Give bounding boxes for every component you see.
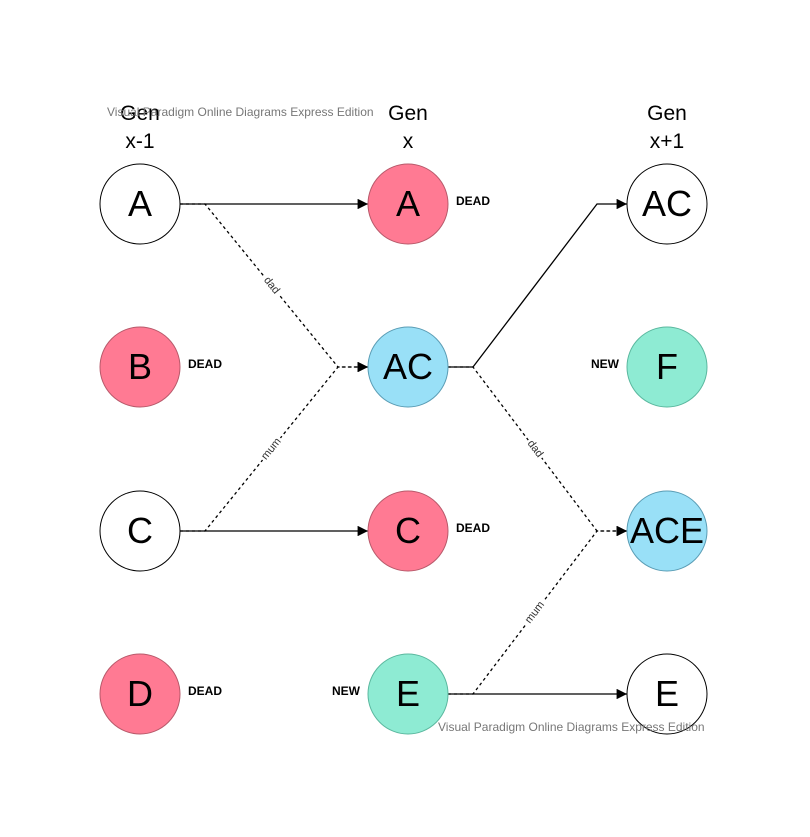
node-c_a[interactable]: A DEAD: [367, 163, 490, 245]
node-circle[interactable]: [626, 163, 708, 245]
watermark-bottom: Visual Paradigm Online Diagrams Express …: [438, 720, 705, 734]
edge-c_e-n_ace: mum: [448, 525, 627, 695]
node-circle[interactable]: [99, 653, 181, 735]
watermark-top: Visual Paradigm Online Diagrams Express …: [107, 105, 374, 119]
node-label: AC: [383, 346, 433, 387]
node-label: E: [655, 673, 679, 714]
node-label: ACE: [630, 510, 704, 551]
node-label: C: [395, 510, 421, 551]
node-n_e[interactable]: E: [626, 653, 708, 735]
column-header-cur-line2: x: [403, 130, 414, 153]
node-tag-dead: DEAD: [456, 521, 490, 535]
node-circle[interactable]: [626, 326, 708, 408]
edge-p_a-c_ac: dad: [180, 203, 368, 373]
node-label: A: [396, 183, 420, 224]
node-n_ace[interactable]: ACE: [626, 490, 708, 572]
node-label: E: [396, 673, 420, 714]
node-p_b[interactable]: B DEAD: [99, 326, 222, 408]
node-label: D: [127, 673, 153, 714]
nodes-layer: A B DEAD C D DEAD A DEAD AC C DEAD E NEW AC F NEW ACE E: [99, 163, 708, 735]
node-c_c[interactable]: C DEAD: [367, 490, 490, 572]
node-circle[interactable]: [367, 490, 449, 572]
edge-label-background: [257, 433, 286, 465]
node-circle[interactable]: [99, 490, 181, 572]
node-n_f[interactable]: F NEW: [591, 326, 708, 408]
edge-line: [180, 203, 368, 373]
edge-label-background: [522, 435, 548, 463]
node-circle[interactable]: [367, 653, 449, 735]
node-circle[interactable]: [99, 163, 181, 245]
node-p_c[interactable]: C: [99, 490, 181, 572]
node-tag-dead: DEAD: [188, 357, 222, 371]
node-p_d[interactable]: D DEAD: [99, 653, 222, 735]
node-c_ac[interactable]: AC: [367, 326, 449, 408]
node-circle[interactable]: [367, 163, 449, 245]
node-n_ac[interactable]: AC: [626, 163, 708, 245]
node-label: AC: [642, 183, 692, 224]
node-circle[interactable]: [99, 326, 181, 408]
node-tag-dead: DEAD: [456, 194, 490, 208]
node-circle[interactable]: [626, 490, 708, 572]
node-label: B: [128, 346, 152, 387]
column-header-cur-line1: Gen: [388, 102, 428, 125]
column-header-next-line2: x+1: [650, 130, 684, 153]
edge-label-background: [259, 272, 285, 299]
node-tag-new: NEW: [332, 684, 361, 698]
node-circle[interactable]: [367, 326, 449, 408]
node-label: F: [656, 346, 678, 387]
node-circle[interactable]: [626, 653, 708, 735]
edge-c_ac-n_ace: dad: [448, 366, 627, 537]
node-label: C: [127, 510, 153, 551]
node-label: A: [128, 183, 152, 224]
node-p_a[interactable]: A: [99, 163, 181, 245]
edge-c_ac-n_ac: [448, 198, 627, 368]
edge-line: [448, 198, 627, 368]
column-header-prev-line2: x-1: [125, 130, 154, 153]
column-header-prev-line1: Gen: [120, 102, 160, 125]
node-tag-new: NEW: [591, 357, 620, 371]
node-tag-dead: DEAD: [188, 684, 222, 698]
node-c_e[interactable]: E NEW: [332, 653, 449, 735]
column-header-next-line1: Gen: [647, 102, 687, 125]
column-headers: Gen x-1 Gen x Gen x+1: [120, 102, 687, 153]
edge-label-background: [520, 596, 550, 629]
edge-p_c-c_ac: mum: [180, 361, 368, 532]
